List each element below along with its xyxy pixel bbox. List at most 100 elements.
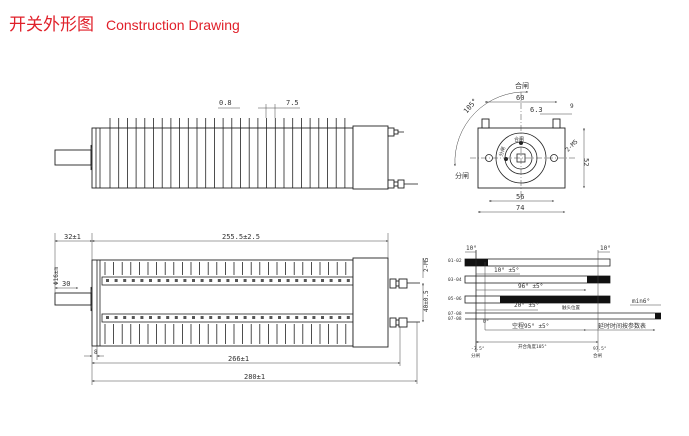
fin-number (106, 279, 109, 282)
fin-number (346, 316, 350, 319)
fin-number (243, 316, 247, 319)
fin-number (235, 279, 238, 282)
fin-number (269, 279, 273, 282)
fin-number (252, 316, 256, 319)
fin-number (295, 279, 299, 282)
fin-number (286, 316, 290, 319)
fin-number (123, 316, 127, 319)
fin-number (192, 316, 195, 319)
title-en: Construction Drawing (106, 17, 240, 33)
fin-number (278, 279, 281, 282)
fins (95, 118, 346, 188)
fin-number (226, 279, 230, 282)
timing-a1: 10° ±5° (494, 267, 519, 274)
timing-zero: 0° (483, 319, 489, 325)
fin-number (295, 316, 299, 319)
fin-number (166, 279, 170, 282)
fin-number (106, 316, 109, 319)
timing-free-travel: 空程95° ±5° (512, 322, 549, 330)
fin-number (183, 279, 187, 282)
dim-fin-pitch: 7.5 (286, 99, 299, 107)
plan-shaft (54, 292, 92, 306)
timing-top-right: 10° (600, 245, 611, 252)
dim-280: 280±1 (244, 373, 265, 381)
timing-a2: 96° ±5° (518, 283, 543, 290)
fin-number (226, 316, 230, 319)
dim-60: 60 (516, 94, 524, 102)
fin-number (303, 279, 307, 282)
plan-terminal-bottom (389, 317, 420, 328)
timing-a3: 20° ±5° (514, 302, 539, 309)
row-label: 07-08 (448, 311, 462, 317)
timing-min: min6° (632, 298, 650, 305)
fin-number (131, 279, 135, 282)
fin-number (123, 279, 127, 282)
fin-number (243, 279, 247, 282)
fin-number (157, 316, 161, 319)
plan-view: 32±1 255.5±2.5 30 Φ16±m 8 266±1 280±1 40… (53, 233, 430, 385)
fin-number (329, 279, 333, 282)
fin-number (166, 316, 170, 319)
fin-number (235, 316, 238, 319)
fin-number (303, 316, 307, 319)
angle-105: 105° (462, 97, 479, 115)
plan-terminal-box (352, 257, 389, 348)
fin-number (149, 316, 152, 319)
fin-number (209, 316, 213, 319)
timing-top-left: 10° (466, 245, 477, 252)
fin-number (260, 316, 264, 319)
fin-number (192, 279, 195, 282)
timing-left-label: 分闸 (471, 352, 480, 359)
fin-number (217, 316, 221, 319)
timing-contact-pos: 触头位置 (562, 304, 580, 311)
fin-number (252, 279, 256, 282)
dim-6-3: 6.3 (530, 106, 543, 114)
fin-number (114, 316, 118, 319)
page-title: 开关外形图 Construction Drawing (9, 10, 240, 35)
shaft (54, 149, 92, 166)
terminal-top (387, 127, 404, 137)
fin-number (174, 279, 178, 282)
open-label: 分闸 (455, 171, 469, 180)
fin-number (200, 316, 204, 319)
timing-right-angle: 97.5° (593, 346, 607, 352)
dim-fin-thickness: 0.8 (219, 99, 232, 107)
fin-number (149, 279, 152, 282)
fin-number (157, 279, 161, 282)
fin-number (286, 279, 290, 282)
timing-right-label: 合闸 (593, 352, 602, 359)
plan-fins (104, 262, 350, 344)
body (91, 127, 354, 189)
fin-number (338, 316, 342, 319)
row-label: 05-06 (448, 296, 462, 302)
timing-left-angle: -7.5° (471, 346, 485, 352)
hole-label: 2-M5 (564, 138, 579, 153)
dim-shaft-dia: Φ16±m (53, 267, 60, 285)
timing-delay: 延时时间按参数表 (598, 322, 646, 330)
dim-255: 255.5±2.5 (222, 233, 260, 241)
end-view: 105° 合闸 分闸 合闸 分闸 60 6.3 9 2-M5 52 56 74 (454, 81, 590, 213)
fin-number (338, 279, 342, 282)
dim-32: 32±1 (64, 233, 81, 241)
dim-52: 52 (582, 158, 590, 166)
fin-number (200, 279, 204, 282)
row-label: 03-04 (448, 277, 462, 283)
terminal-bottom (387, 179, 418, 189)
close-label: 合闸 (515, 81, 529, 90)
dim-30: 30 (62, 280, 70, 288)
plan-terminal-top (389, 278, 420, 289)
dim-8: 8 (94, 349, 98, 356)
title-cn: 开关外形图 (9, 15, 94, 35)
fin-number (278, 316, 281, 319)
inner-open-label: 分闸 (497, 146, 507, 158)
fin-number (217, 279, 221, 282)
fin-number (312, 279, 316, 282)
dim-266: 266±1 (228, 355, 249, 363)
fin-number (269, 316, 273, 319)
fin-number (329, 316, 333, 319)
fin-number (114, 279, 118, 282)
dim-9: 9 (570, 103, 574, 110)
dim-40: 40±0.5 (423, 290, 430, 312)
fin-number (131, 316, 135, 319)
